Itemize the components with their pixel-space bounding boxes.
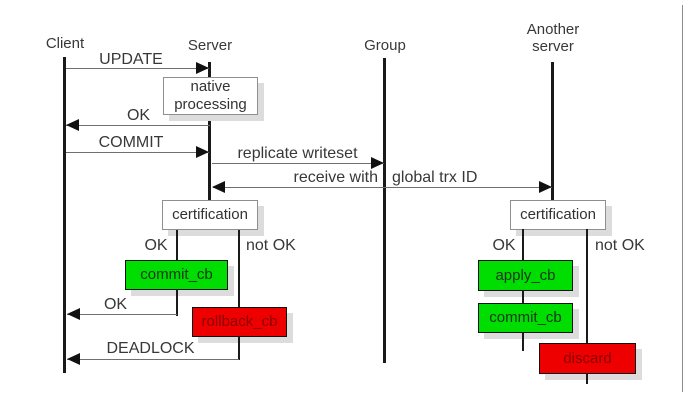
message-line-ok-reply — [66, 125, 210, 126]
arrowhead-right-icon — [539, 181, 552, 193]
message-line-deadlock — [67, 359, 239, 360]
box-commit-cb-server: commit_cb — [125, 260, 228, 290]
message-line-replicate-writeset — [212, 163, 384, 164]
branch-label-ok-server: OK — [144, 237, 168, 254]
message-label-deadlock: DEADLOCK — [106, 340, 195, 357]
box-commit-cb-replica-label: commit_cb — [489, 309, 562, 326]
arrowhead-left-icon — [67, 308, 80, 320]
box-rollback-cb-label: rollback_cb — [201, 313, 278, 330]
actor-label-group: Group — [364, 37, 406, 54]
box-apply-cb: apply_cb — [478, 260, 573, 291]
lifeline-another-server — [551, 62, 554, 201]
message-label-commit: COMMIT — [98, 134, 164, 151]
actor-label-another-server: Another server — [526, 21, 580, 56]
box-certification-server-label: certification — [172, 206, 248, 223]
box-certification-replica: certification — [510, 200, 606, 230]
branch-line-not-ok-replica-lower — [586, 373, 588, 384]
actor-label-server: Server — [187, 37, 233, 54]
box-commit-cb-replica: commit_cb — [478, 303, 573, 333]
branch-line-ok-replica-lower — [522, 332, 524, 351]
message-label-ok-result: OK — [103, 296, 128, 313]
branch-line-ok-server — [176, 230, 178, 260]
page-edge-line — [682, 5, 683, 392]
box-discard: discard — [539, 343, 636, 374]
message-label-update: UPDATE — [99, 51, 163, 68]
message-label-ok-reply: OK — [126, 107, 151, 124]
message-line-update — [66, 68, 209, 69]
lifeline-client — [63, 57, 66, 373]
message-label-receive-with: receive with — [293, 169, 378, 186]
arrowhead-left-icon — [67, 353, 80, 365]
arrowhead-right-icon — [196, 62, 209, 74]
branch-line-ok-server-lower — [176, 289, 178, 316]
branch-label-ok-replica: OK — [492, 237, 516, 254]
arrowhead-right-icon — [196, 146, 209, 158]
box-certification-replica-label: certification — [520, 206, 596, 223]
branch-line-ok-replica — [522, 229, 524, 260]
box-apply-cb-label: apply_cb — [495, 266, 556, 284]
box-certification-server: certification — [162, 200, 258, 230]
message-line-commit — [66, 152, 209, 153]
branch-label-not-ok-replica: not OK — [595, 237, 645, 254]
box-commit-cb-server-label: commit_cb — [140, 266, 213, 283]
lifeline-group — [383, 58, 386, 363]
branch-line-not-ok-server-lower — [238, 336, 240, 360]
message-line-receive-global-trx — [213, 187, 552, 188]
branch-line-not-ok-replica — [586, 229, 588, 343]
lifeline-server — [208, 62, 211, 201]
branch-line-not-ok-server — [238, 230, 240, 307]
branch-label-not-ok-server: not OK — [246, 237, 296, 254]
message-line-ok-result — [67, 314, 177, 315]
box-native-processing: native processing — [163, 77, 258, 115]
box-native-processing-label: native processing — [174, 78, 247, 113]
message-label-replicate-writeset: replicate writeset — [237, 145, 358, 162]
actor-label-client: Client — [45, 35, 85, 52]
box-discard-label: discard — [563, 349, 612, 367]
arrowhead-left-icon — [212, 181, 225, 193]
arrowhead-left-icon — [66, 119, 79, 131]
message-label-global-trx-id: global trx ID — [392, 169, 478, 186]
arrowhead-right-icon — [371, 157, 384, 169]
branch-line-ok-replica-mid — [522, 290, 524, 303]
box-rollback-cb: rollback_cb — [192, 307, 287, 337]
